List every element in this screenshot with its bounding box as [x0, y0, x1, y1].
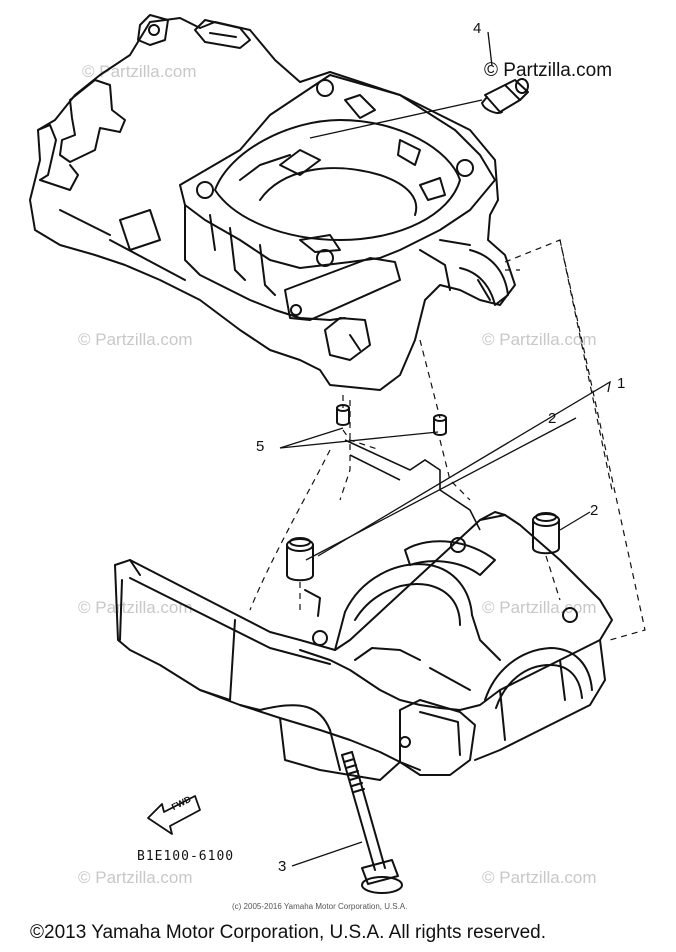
small-dowels [336, 404, 447, 436]
watermark-lower-left: © Partzilla.com [78, 598, 193, 617]
callout-5: 5 [256, 438, 265, 455]
watermark-mid-left: © Partzilla.com [78, 330, 193, 349]
alignment-lines [249, 239, 646, 641]
small-copyright: (c) 2005-2016 Yamaha Motor Corporation, … [232, 902, 408, 911]
leader-lines [279, 31, 611, 867]
partzilla-top-brand: © Partzilla.com [484, 60, 613, 81]
upper-crankcase [29, 14, 516, 391]
watermark-lower-right: © Partzilla.com [482, 598, 597, 617]
part-code: B1E100-6100 [137, 849, 235, 864]
footer-copyright: ©2013 Yamaha Motor Corporation, U.S.A. A… [30, 922, 546, 943]
watermark-bottom-left: © Partzilla.com [78, 868, 193, 887]
lower-crankcase [114, 511, 613, 781]
watermark-bottom-right: © Partzilla.com [482, 868, 597, 887]
fitting-part [481, 78, 529, 114]
callout-4: 4 [473, 20, 482, 37]
callout-1: 1 [617, 375, 626, 392]
fwd-arrow-icon [147, 795, 201, 835]
long-bolt [341, 751, 403, 894]
dowel-pins-lower [286, 512, 560, 582]
callout-2-lower: 2 [590, 502, 599, 519]
callout-3: 3 [278, 858, 287, 875]
watermark-mid-right: © Partzilla.com [482, 330, 597, 349]
callout-2-upper: 2 [548, 410, 557, 427]
